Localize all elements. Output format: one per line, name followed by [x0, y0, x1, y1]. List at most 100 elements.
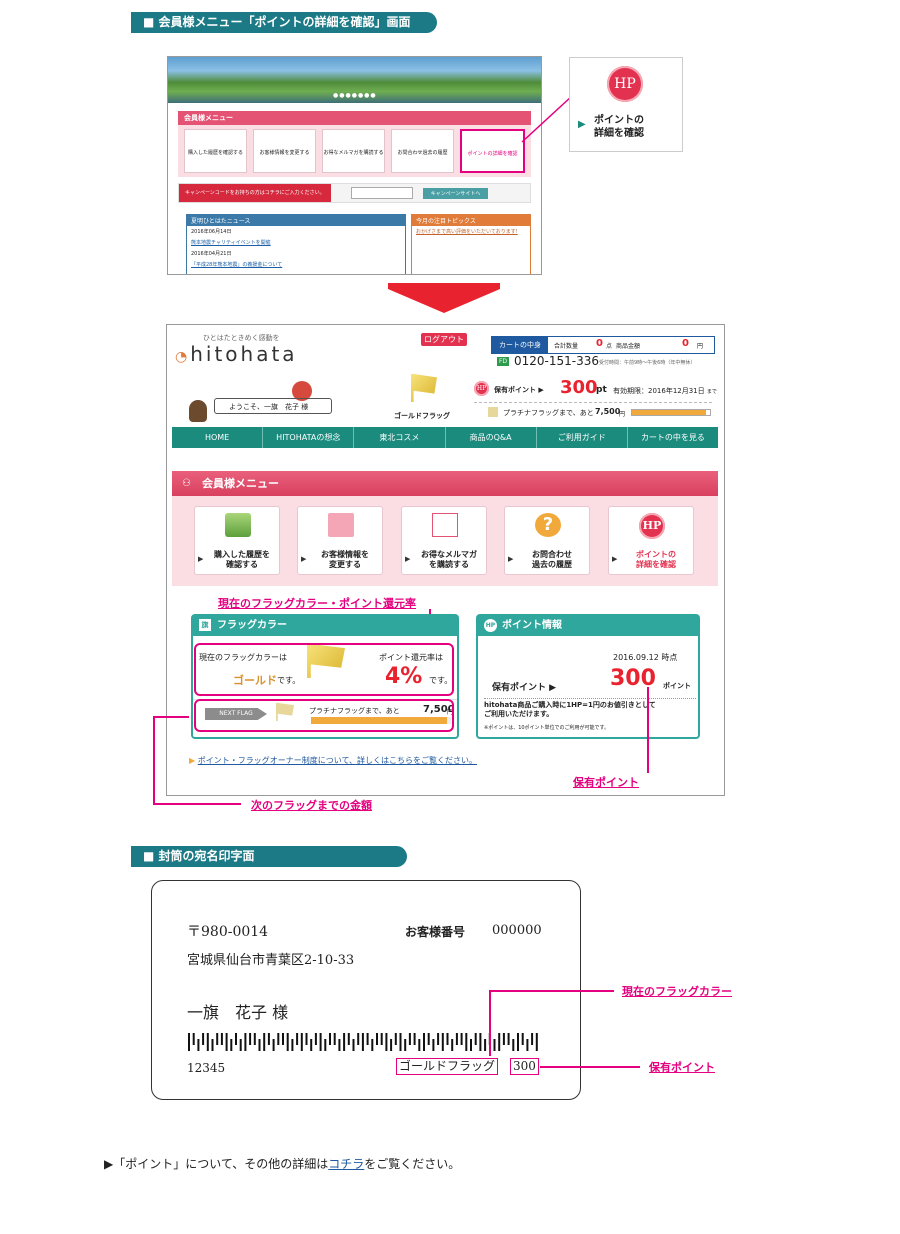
owner-link-text: ポイント・フラッグオーナー制度について、詳しくはこちらをご覧ください。: [197, 756, 478, 765]
label-line2: を購読する: [429, 560, 469, 569]
barcode-bar: [244, 1033, 247, 1051]
nav-cart[interactable]: カートの中を見る: [640, 433, 705, 442]
topics-title: 今月の注目トピックス: [412, 215, 530, 226]
held-points-value: 300: [610, 666, 656, 691]
avatar: [189, 400, 207, 422]
label-line1: ポイントの: [636, 550, 676, 559]
barcode-bar: [399, 1033, 402, 1051]
triangle-icon: ▶: [405, 555, 411, 563]
annotation-line: [540, 1066, 640, 1068]
annotation-held-points: 保有ポイント: [573, 776, 639, 789]
barcode-bar: [239, 1039, 242, 1051]
envelope-points: 300: [510, 1058, 539, 1075]
gold-flag-icon: [411, 374, 437, 402]
menu-card-profile[interactable]: ▶ お客様情報を変更する: [297, 506, 383, 575]
barcode-bar: [526, 1039, 529, 1051]
barcode-bar: [498, 1033, 501, 1051]
news-link[interactable]: 「平成28年熊本地震」の義援金について: [191, 262, 283, 268]
menu-card-points[interactable]: HP ▶ ポイントの詳細を確認: [608, 506, 694, 575]
barcode-bar: [418, 1039, 421, 1051]
barcode-bar: [427, 1033, 430, 1045]
menu-card-label: お客様情報を変更する: [310, 550, 380, 570]
logout-button[interactable]: ログアウト: [421, 333, 467, 346]
barcode-bar: [235, 1033, 237, 1045]
barcode-bar: [441, 1033, 444, 1051]
barcode-bar: [305, 1033, 308, 1045]
topics-link[interactable]: おかげさまで高い評価をいただいております!: [416, 229, 518, 235]
barcode-bar: [225, 1033, 228, 1051]
barcode-bar: [338, 1039, 341, 1051]
next-flag-progress: [311, 717, 451, 724]
next-flag-unit: 円: [447, 709, 454, 716]
footer-link[interactable]: コチラ: [328, 1157, 365, 1171]
barcode-bar: [329, 1033, 331, 1045]
annotation-line: [153, 716, 155, 804]
carousel-dots[interactable]: ●●●●●●●: [333, 92, 377, 99]
envelope-flag: ゴールドフラッグ: [396, 1058, 499, 1075]
barcode-bar: [493, 1039, 496, 1051]
news-link[interactable]: 熊本地震チャリティイベントを開催: [191, 240, 271, 246]
annotation-flag-rate: 現在のフラッグカラー・ポイント還元率: [218, 597, 416, 610]
postal-code: 〒980-0014: [187, 924, 269, 940]
barcode-bar: [455, 1033, 458, 1045]
thumb-member-menu-title: 会員様メニュー: [178, 111, 531, 125]
thumb-card-history[interactable]: 購入した履歴を確認する: [184, 129, 247, 173]
nav-philosophy[interactable]: HITOHATAの想念: [263, 427, 355, 448]
thumb-card-points[interactable]: ポイントの詳細を確認: [460, 129, 525, 173]
section-heading-envelope: 封筒の宛名印字面: [131, 846, 407, 867]
barcode-bar: [361, 1033, 364, 1051]
cart-amount: 0: [682, 338, 689, 349]
header-points-label: 保有ポイント ▶: [494, 386, 544, 394]
menu-card-history[interactable]: ▶ 購入した履歴を確認する: [194, 506, 280, 575]
barcode-bar: [535, 1033, 538, 1051]
barcode-bar: [479, 1033, 482, 1051]
next-flag-text: プラチナフラッグまで、あと: [309, 707, 400, 715]
thumb-card-inquiry[interactable]: お問合わせ過去の履歴: [391, 129, 454, 173]
flag-panel-title: 旗フラッグカラー: [193, 616, 457, 636]
barcode-bar: [432, 1039, 435, 1051]
barcode-bar: [216, 1033, 219, 1045]
barcode-bar: [465, 1033, 468, 1051]
barcode-bar: [188, 1033, 190, 1051]
campaign-site-button[interactable]: キャンペーンサイトへ: [422, 187, 489, 199]
barcode-bar: [267, 1033, 270, 1045]
site-logo[interactable]: ◔hitohata: [175, 342, 298, 366]
next-flag-amount: 7,500: [423, 704, 455, 715]
cart-amount-label: 商品金額: [616, 343, 641, 350]
barcode-bar: [371, 1039, 374, 1051]
header-next-flag-text: プラチナフラッグまで、あと: [503, 409, 594, 417]
mail-icon: [432, 513, 458, 537]
cart-summary[interactable]: カートの中身 合計数量 0 点 商品金額 0 円: [491, 336, 715, 354]
annotation-line: [489, 990, 491, 1056]
section-heading-member-menu: 会員様メニュー「ポイントの詳細を確認」画面: [131, 12, 437, 33]
header-next-flag-progress: [631, 409, 711, 416]
campaign-code-input[interactable]: [350, 187, 413, 199]
cart-qty-label: 合計数量: [554, 343, 579, 350]
thumb-menu-row: 購入した履歴を確認する お客様情報を変更する お得なメルマガを購読する お問合わ…: [178, 125, 531, 177]
label-line2: 確認する: [226, 560, 258, 569]
nav-home[interactable]: HOME: [172, 427, 264, 448]
label-line1: 購入した履歴を: [214, 550, 270, 559]
menu-card-inquiry[interactable]: ? ▶ お問合わせ過去の履歴: [504, 506, 590, 575]
phone-number: 0120-151-336: [514, 354, 600, 368]
cart-qty-unit: 点: [606, 343, 613, 350]
annotation-env-flag: 現在のフラッグカラー: [622, 985, 732, 998]
barcode-bar: [376, 1033, 378, 1045]
news-item: 2016年06月14日: [191, 229, 232, 235]
owner-link[interactable]: ▶ ポイント・フラッグオーナー制度について、詳しくはこちらをご覧ください。: [189, 755, 477, 766]
barcode-bar: [517, 1033, 519, 1051]
highlight-flag-rate: [194, 643, 454, 696]
barcode-bar: [531, 1033, 534, 1045]
menu-card-label: 購入した履歴を確認する: [207, 550, 277, 570]
rate-suffix: です。: [429, 676, 453, 685]
nav-qa[interactable]: 商品のQ&A: [446, 427, 537, 448]
thumb-card-newsletter[interactable]: お得なメルマガを購読する: [322, 129, 385, 173]
menu-card-newsletter[interactable]: ▶ お得なメルマガを購読する: [401, 506, 487, 575]
thumb-card-profile[interactable]: お客様情報を変更する: [253, 129, 316, 173]
nav-guide[interactable]: ご利用ガイド: [537, 427, 628, 448]
nav-cosme[interactable]: 東北コスメ: [354, 427, 446, 448]
highlight-next-flag: [194, 699, 454, 732]
menu-card-label: お得なメルマガを購読する: [414, 550, 484, 570]
barcode-bar: [296, 1033, 299, 1045]
